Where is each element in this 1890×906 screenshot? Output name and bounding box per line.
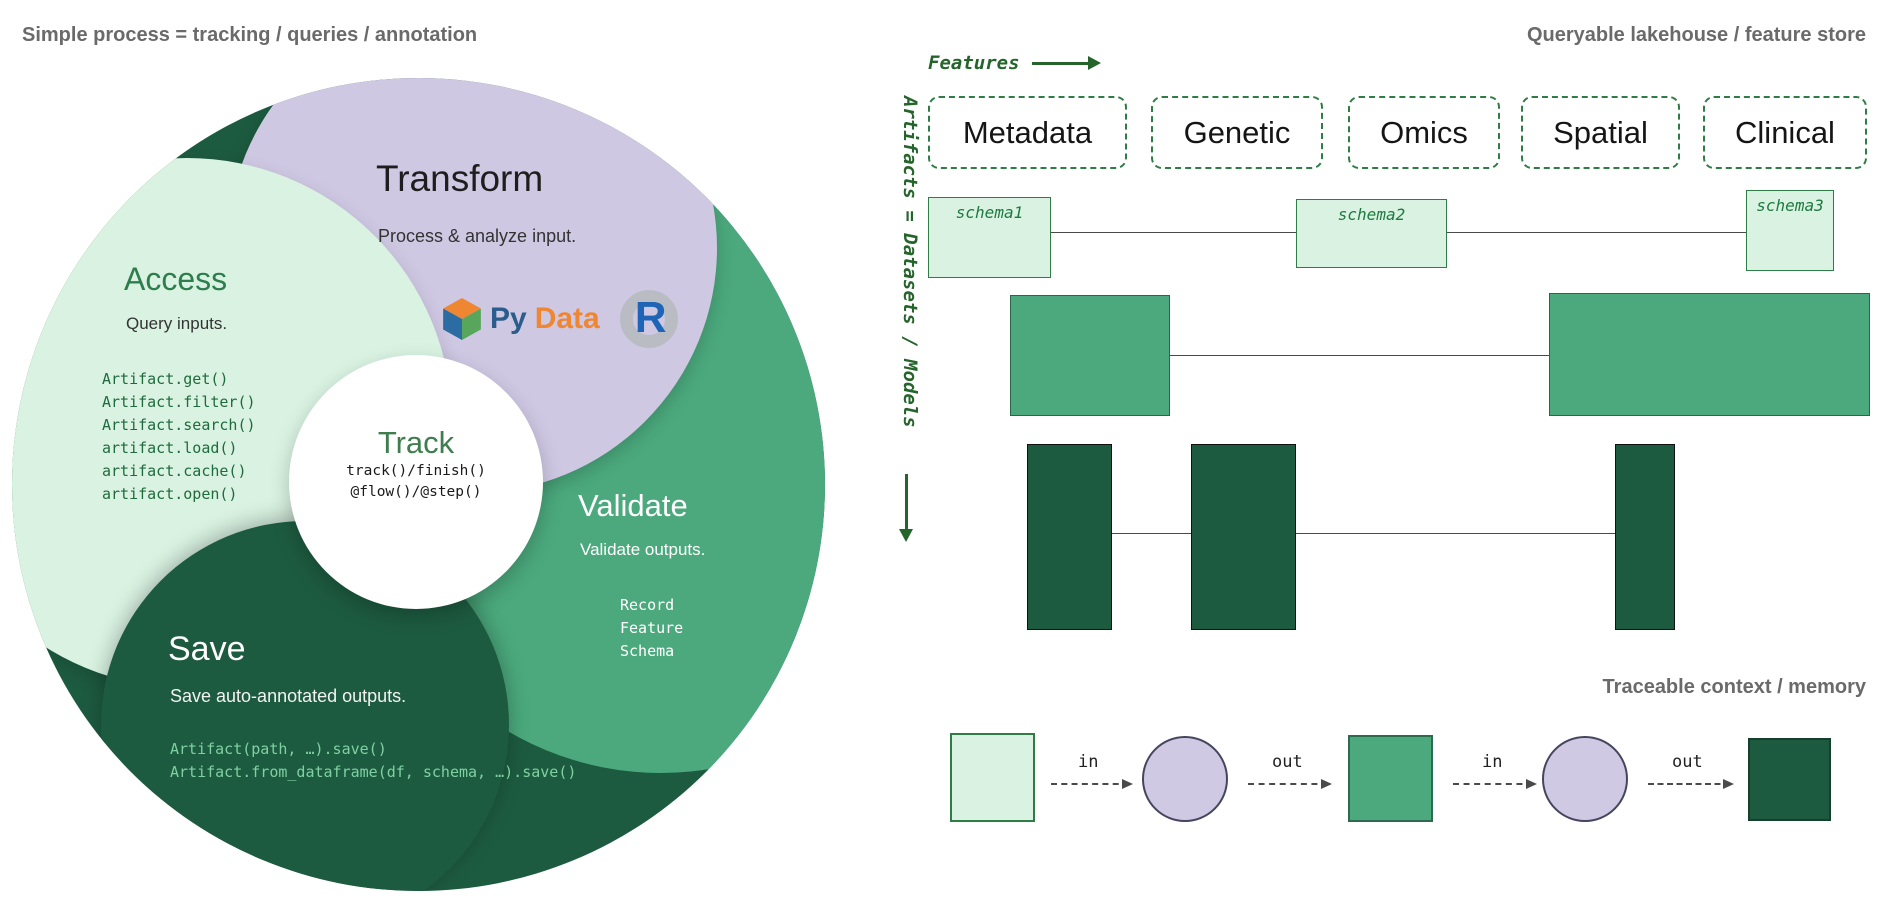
track-title: Track <box>377 425 455 460</box>
access-code-line: artifact.load() <box>102 439 238 457</box>
access-subtitle: Query inputs. <box>126 314 228 333</box>
r-logo-letter: R <box>634 293 667 342</box>
schema3-box: schema3 <box>1746 190 1834 271</box>
access-code-line: artifact.cache() <box>102 462 247 480</box>
save-code-line: Artifact(path, …).save() <box>170 740 387 758</box>
artifacts-axis-label: Artifacts = Datasets / Models <box>899 96 921 428</box>
transform-title: Transform <box>376 158 544 199</box>
access-code-block: Artifact.get() Artifact.filter() Artifac… <box>102 368 256 506</box>
save-code-line: Artifact.from_dataframe(df, schema, …).s… <box>170 763 577 781</box>
access-code-line: artifact.open() <box>102 485 238 503</box>
transform-subtitle: Process & analyze input. <box>378 226 577 246</box>
schema2-box: schema2 <box>1296 199 1447 268</box>
dashed-arrow-icon <box>1248 779 1332 789</box>
dataset-connector-line <box>1170 355 1549 356</box>
flow-out-label: out <box>1272 752 1303 772</box>
track-block: Track track()/finish() @flow()/@step() <box>289 355 543 503</box>
validate-item: Feature <box>620 619 684 637</box>
track-code-line: track()/finish() <box>346 463 486 479</box>
validate-items: Record Feature Schema <box>620 594 683 663</box>
features-axis-label: Features <box>928 52 1020 74</box>
model-block <box>1027 444 1112 630</box>
artifact-square-dark <box>1748 738 1831 821</box>
save-title: Save <box>168 630 246 668</box>
memory-panel-title: Traceable context / memory <box>1602 676 1866 698</box>
save-subtitle: Save auto-annotated outputs. <box>170 686 407 706</box>
arrow-right-icon <box>1031 55 1101 70</box>
track-region-circle <box>289 355 543 609</box>
dashed-arrow-icon <box>1051 779 1133 789</box>
flow-out-label: out <box>1672 752 1703 772</box>
save-code-block: Artifact(path, …).save() Artifact.from_d… <box>170 738 576 784</box>
access-code-line: Artifact.search() <box>102 416 256 434</box>
schema1-label: schema1 <box>955 203 1024 222</box>
schema2-label: schema2 <box>1337 205 1406 224</box>
pydata-wordmark-data: Data <box>534 302 600 335</box>
schema1-box: schema1 <box>928 197 1051 278</box>
flow-in-label: in <box>1482 752 1503 772</box>
feature-box-clinical: Clinical <box>1703 96 1867 169</box>
track-code-line: @flow()/@step() <box>350 484 482 500</box>
pydata-wordmark-py: Py <box>490 302 527 335</box>
feature-box-omics: Omics <box>1348 96 1500 169</box>
artifact-square-light <box>950 733 1035 822</box>
flow-in-label: in <box>1078 752 1099 772</box>
schema3-label: schema3 <box>1756 196 1824 215</box>
dashed-arrow-icon <box>1648 779 1734 789</box>
dashed-arrow-icon <box>1453 779 1537 789</box>
feature-box-metadata: Metadata <box>928 96 1127 169</box>
model-block <box>1615 444 1675 630</box>
r-logo-icon: R <box>619 290 678 348</box>
arrow-down-icon <box>899 474 913 542</box>
feature-box-spatial: Spatial <box>1521 96 1680 169</box>
lakehouse-panel-title: Queryable lakehouse / feature store <box>1526 24 1866 46</box>
run-circle <box>1142 736 1228 822</box>
run-circle <box>1542 736 1628 822</box>
feature-box-genetic: Genetic <box>1151 96 1323 169</box>
access-title: Access <box>124 261 228 297</box>
dataset-block <box>1010 295 1170 416</box>
model-block <box>1191 444 1296 630</box>
model-connector-line <box>1112 533 1615 534</box>
validate-subtitle: Validate outputs. <box>580 540 706 559</box>
pydata-icon <box>443 298 481 340</box>
validate-item: Record <box>620 596 675 614</box>
validate-title: Validate <box>578 488 688 523</box>
features-axis: Features <box>928 52 1101 74</box>
process-panel-title: Simple process = tracking / queries / an… <box>22 24 478 46</box>
access-code-line: Artifact.filter() <box>102 393 256 411</box>
validate-item: Schema <box>620 642 675 660</box>
access-code-line: Artifact.get() <box>102 370 229 388</box>
dataset-block <box>1549 293 1870 416</box>
artifact-square-medium <box>1348 735 1433 822</box>
